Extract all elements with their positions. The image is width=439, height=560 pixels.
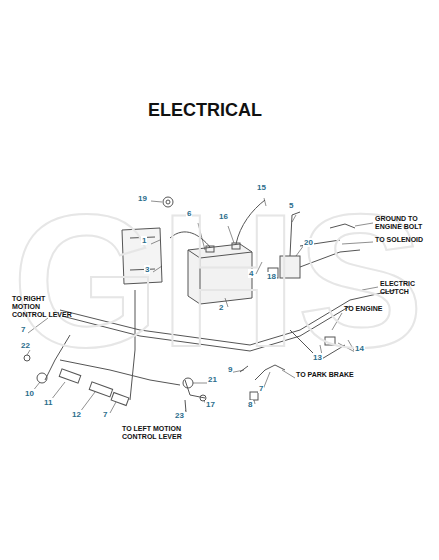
callout-number: 9	[227, 365, 233, 374]
callout-number: 2	[218, 303, 224, 312]
callout-number: 17	[205, 400, 216, 409]
diagram-title: ELECTRICAL	[148, 100, 262, 121]
callout-number: 13	[312, 353, 323, 362]
callout-number: 11	[43, 398, 53, 407]
callout-number: 18	[266, 272, 277, 281]
leader-label: GROUND TO ENGINE BOLT	[375, 215, 433, 231]
callout-number: 3	[144, 265, 150, 274]
leader-label: TO PARK BRAKE	[296, 371, 354, 379]
callout-number: 19	[137, 194, 148, 203]
callout-number: 6	[186, 209, 192, 218]
callout-number: 5	[288, 201, 294, 210]
leader-label: TO ENGINE	[344, 305, 382, 313]
callout-number: 10	[24, 389, 35, 398]
callout-number: 4	[248, 269, 254, 278]
callout-number: 14	[354, 344, 365, 353]
callout-number: 21	[207, 375, 218, 384]
callout-number: 7	[102, 410, 108, 419]
leader-label: TO RIGHT MOTION CONTROL LEVER	[12, 295, 74, 319]
callout-number: 1	[141, 236, 147, 245]
callout-number: 12	[71, 410, 82, 419]
leader-label: TO SOLENOID	[375, 236, 435, 244]
callout-number: 16	[218, 212, 229, 221]
callout-number: 7	[258, 384, 264, 393]
callout-number: 8	[247, 400, 253, 409]
leader-label: ELECTRIC CLUTCH	[380, 280, 420, 296]
callout-number: 20	[303, 238, 314, 247]
leader-label: TO LEFT MOTION CONTROL LEVER	[122, 425, 184, 441]
callout-number: 22	[20, 341, 31, 350]
callout-number: 7	[20, 325, 26, 334]
callout-number: 15	[256, 183, 267, 192]
callout-number: 23	[174, 411, 185, 420]
